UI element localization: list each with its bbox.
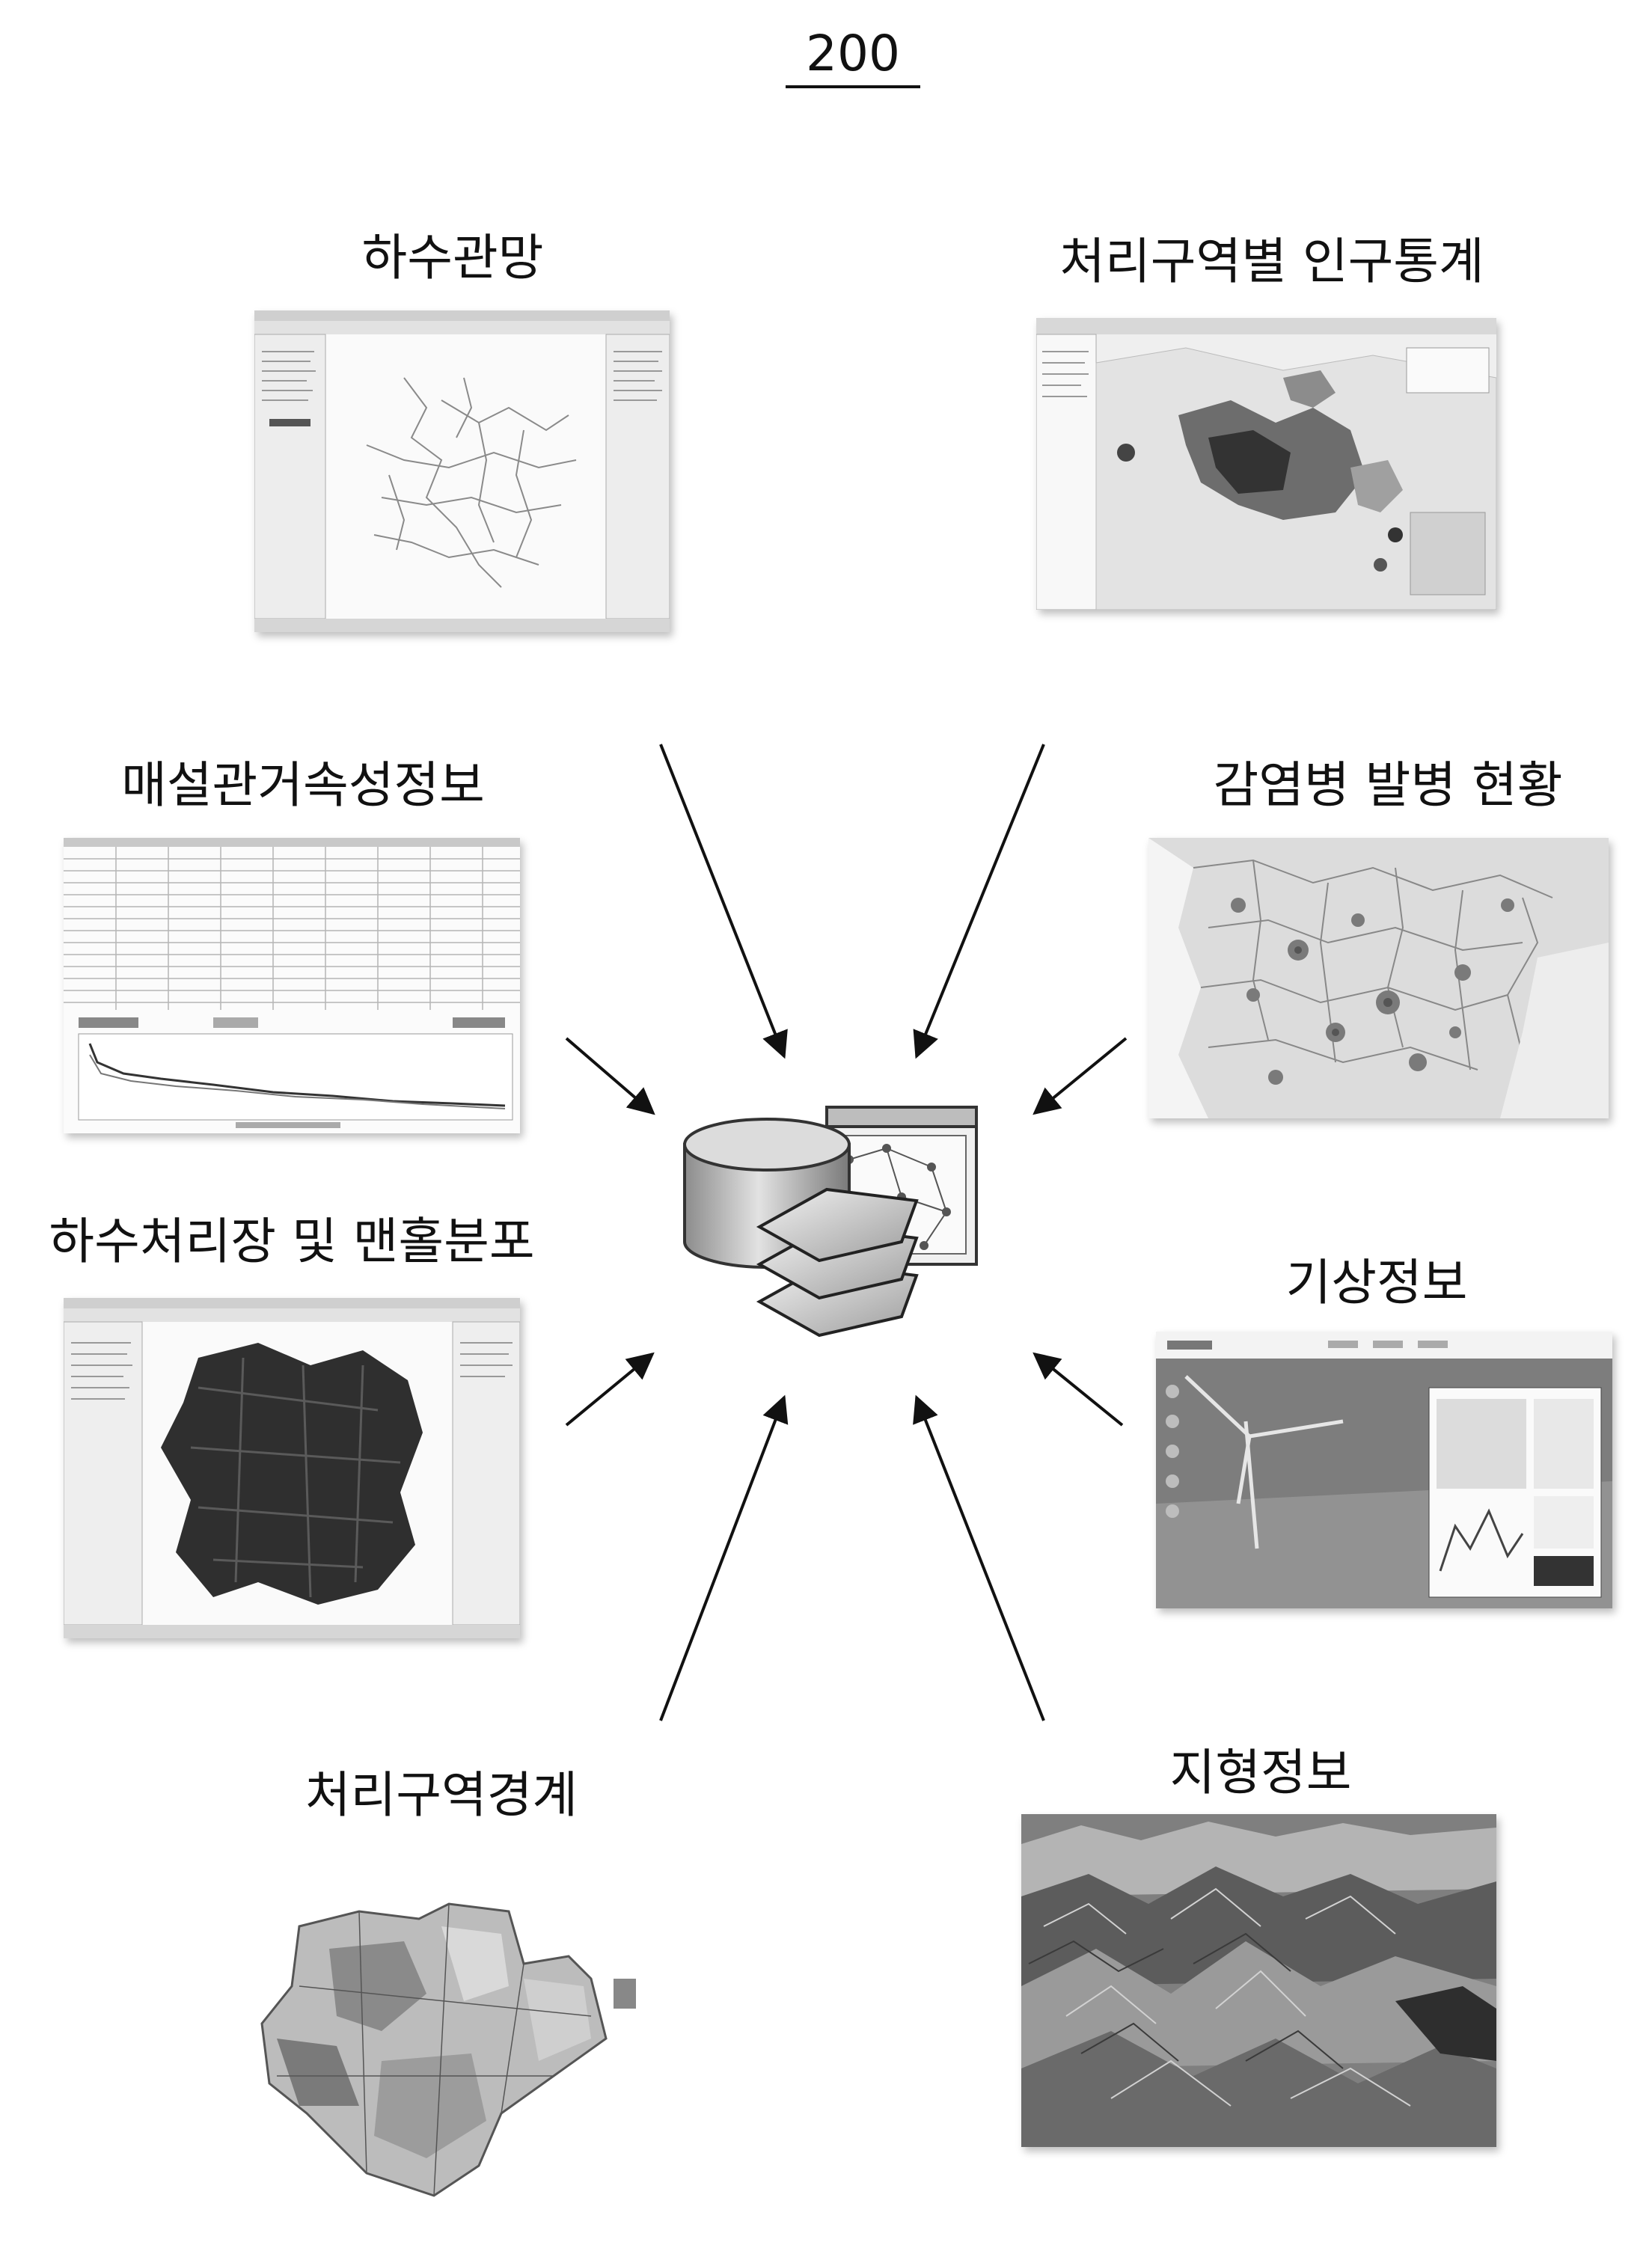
arrow-from-terrain <box>913 1394 1045 1721</box>
weather-screenshot <box>1156 1332 1612 1608</box>
stacked-layers-icon <box>756 1187 919 1338</box>
arrow-from-disease-status <box>1032 1037 1128 1115</box>
disease-status-screenshot <box>1148 838 1609 1118</box>
arrow-from-population-stats <box>913 744 1045 1059</box>
plant-manhole-screenshot <box>64 1298 520 1638</box>
arrow-from-service-boundary <box>659 1394 789 1721</box>
sewer-network-screenshot <box>254 310 670 632</box>
terrain-screenshot <box>1021 1814 1496 2147</box>
label-sewer-network: 하수관망 <box>361 229 544 287</box>
population-stats-screenshot <box>1036 318 1496 610</box>
pipe-attributes-screenshot <box>64 838 520 1133</box>
label-terrain: 지형정보 <box>1169 1744 1352 1801</box>
arrow-from-weather <box>1032 1352 1124 1427</box>
service-boundary-screenshot <box>254 1866 662 2226</box>
arrow-from-sewer-network <box>659 744 788 1059</box>
label-plant-manhole: 하수처리장 및 맨홀분포 <box>49 1213 535 1270</box>
label-weather: 기상정보 <box>1285 1254 1468 1311</box>
label-disease-status: 감염병 발병 현황 <box>1213 756 1563 814</box>
arrow-from-plant-manhole <box>565 1352 655 1427</box>
label-service-boundary: 처리구역경계 <box>305 1766 578 1824</box>
label-population-stats: 처리구역별 인구통계 <box>1059 233 1484 290</box>
figure-number: 200 <box>786 22 920 88</box>
arrow-from-pipe-attributes <box>565 1037 655 1115</box>
label-pipe-attributes: 매설관거속성정보 <box>121 756 485 814</box>
database-gis-layers-icon <box>677 1077 991 1354</box>
